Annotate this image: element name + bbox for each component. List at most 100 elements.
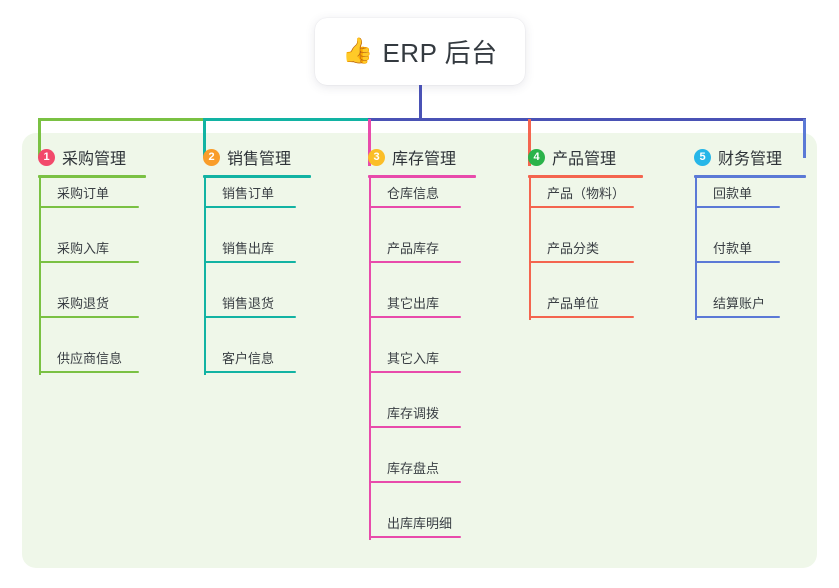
- branch-item-label: 其它出库: [387, 296, 440, 311]
- branch-badge-2: 2: [203, 148, 220, 166]
- root-stem-line: [418, 85, 422, 121]
- branch-spine-1: [39, 177, 41, 375]
- bus-segment-green: [38, 117, 205, 121]
- column-stub-line-5: [803, 119, 806, 158]
- branch-item[interactable]: 产品单位: [529, 292, 634, 318]
- branch-underline-2: [203, 175, 311, 178]
- branch-item[interactable]: 产品库存: [369, 237, 461, 263]
- branch-column-3: 3 库存管理仓库信息产品库存其它出库其它入库库存调拨库存盘点出库库明细: [360, 145, 476, 540]
- branch-underline-5: [694, 175, 806, 178]
- branch-item-label: 产品分类: [547, 241, 600, 256]
- branch-item-underline: [39, 371, 139, 373]
- branch-item[interactable]: 客户信息: [204, 347, 296, 373]
- branch-item[interactable]: 库存盘点: [369, 457, 461, 483]
- branch-item[interactable]: 仓库信息: [369, 182, 461, 208]
- branch-header-1[interactable]: 1 采购管理: [30, 145, 126, 169]
- branch-item-underline: [204, 206, 296, 208]
- branch-item-underline: [204, 371, 296, 373]
- branch-column-4: 4 产品管理产品（物料） 产品分类产品单位: [520, 145, 643, 320]
- branch-item-underline: [529, 261, 634, 263]
- branch-item-label: 结算账户: [713, 296, 766, 311]
- branch-item-underline: [695, 206, 780, 208]
- branch-item[interactable]: 出库库明细: [369, 512, 461, 538]
- branch-item-underline: [39, 206, 139, 208]
- branch-item[interactable]: 采购订单: [39, 182, 139, 208]
- branch-item-label: 库存盘点: [387, 461, 440, 476]
- branch-item-underline: [369, 371, 461, 373]
- branch-badge-4: 4: [528, 148, 545, 166]
- branch-item-label: 销售订单: [222, 186, 275, 201]
- branch-item-underline: [369, 316, 461, 318]
- branch-underline-4: [528, 175, 643, 178]
- branch-item-underline: [369, 206, 461, 208]
- branch-item-label: 其它入库: [387, 351, 440, 366]
- branch-item-label: 回款单: [713, 186, 753, 201]
- bus-segment-teal: [203, 117, 370, 121]
- branch-title-1: 采购管理: [62, 151, 127, 168]
- branch-item-underline: [529, 316, 634, 318]
- branch-item[interactable]: 产品（物料）: [529, 182, 634, 208]
- branch-item-label: 客户信息: [222, 351, 275, 366]
- branch-item[interactable]: 采购入库: [39, 237, 139, 263]
- branch-item-underline: [369, 481, 461, 483]
- branch-title-4: 产品管理: [552, 151, 617, 168]
- branch-item-label: 出库库明细: [387, 516, 453, 531]
- branch-item[interactable]: 回款单: [695, 182, 780, 208]
- branch-header-3[interactable]: 3 库存管理: [360, 145, 456, 169]
- branch-title-3: 库存管理: [392, 151, 457, 168]
- branch-column-2: 2 销售管理销售订单销售出库销售退货客户信息: [195, 145, 311, 375]
- branch-item[interactable]: 销售订单: [204, 182, 296, 208]
- branch-item[interactable]: 销售退货: [204, 292, 296, 318]
- branch-panel-background: [22, 133, 817, 568]
- branch-item[interactable]: 其它出库: [369, 292, 461, 318]
- thumbs-up-icon: 👍: [342, 37, 374, 65]
- branch-underline-1: [38, 175, 146, 178]
- branch-spine-3: [369, 177, 371, 540]
- branch-item-underline: [695, 261, 780, 263]
- branch-item-label: 采购入库: [57, 241, 110, 256]
- column-stub-line-4: [528, 119, 531, 166]
- branch-item[interactable]: 销售出库: [204, 237, 296, 263]
- branch-item-label: 产品单位: [547, 296, 600, 311]
- branch-item-label: 采购退货: [57, 296, 110, 311]
- branch-header-4[interactable]: 4 产品管理: [520, 145, 616, 169]
- root-node[interactable]: 👍 ERP 后台: [315, 18, 525, 85]
- branch-spine-5: [695, 177, 697, 320]
- branch-item-underline: [39, 316, 139, 318]
- branch-underline-3: [368, 175, 476, 178]
- branch-item[interactable]: 库存调拨: [369, 402, 461, 428]
- branch-item-label: 供应商信息: [57, 351, 123, 366]
- branch-title-2: 销售管理: [227, 151, 292, 168]
- bus-segment-indigo: [368, 117, 806, 121]
- branch-item-label: 仓库信息: [387, 186, 440, 201]
- branch-item-label: 采购订单: [57, 186, 110, 201]
- branch-item-underline: [204, 316, 296, 318]
- branch-item-underline: [369, 261, 461, 263]
- branch-item[interactable]: 采购退货: [39, 292, 139, 318]
- branch-spine-4: [529, 177, 531, 320]
- branch-item-underline: [369, 536, 461, 538]
- branch-badge-3: 3: [368, 148, 385, 166]
- branch-column-1: 1 采购管理采购订单采购入库采购退货供应商信息: [30, 145, 146, 375]
- branch-item-underline: [529, 206, 634, 208]
- branch-item-label: 付款单: [713, 241, 753, 256]
- column-stub-line-1: [38, 119, 41, 158]
- column-stub-line-2: [203, 119, 206, 158]
- branch-item-underline: [369, 426, 461, 428]
- branch-item[interactable]: 产品分类: [529, 237, 634, 263]
- branch-item[interactable]: 供应商信息: [39, 347, 139, 373]
- branch-item[interactable]: 付款单: [695, 237, 780, 263]
- root-node-title: ERP 后台: [382, 38, 498, 68]
- branch-item[interactable]: 结算账户: [695, 292, 780, 318]
- branch-badge-1: 1: [38, 148, 55, 166]
- branch-item[interactable]: 其它入库: [369, 347, 461, 373]
- branch-header-2[interactable]: 2 销售管理: [195, 145, 291, 169]
- branch-item-label: 库存调拨: [387, 406, 440, 421]
- column-stub-line-3: [368, 119, 371, 166]
- branch-item-underline: [39, 261, 139, 263]
- branch-item-label: 销售退货: [222, 296, 275, 311]
- branch-item-label: 产品库存: [387, 241, 440, 256]
- branch-spine-2: [204, 177, 206, 375]
